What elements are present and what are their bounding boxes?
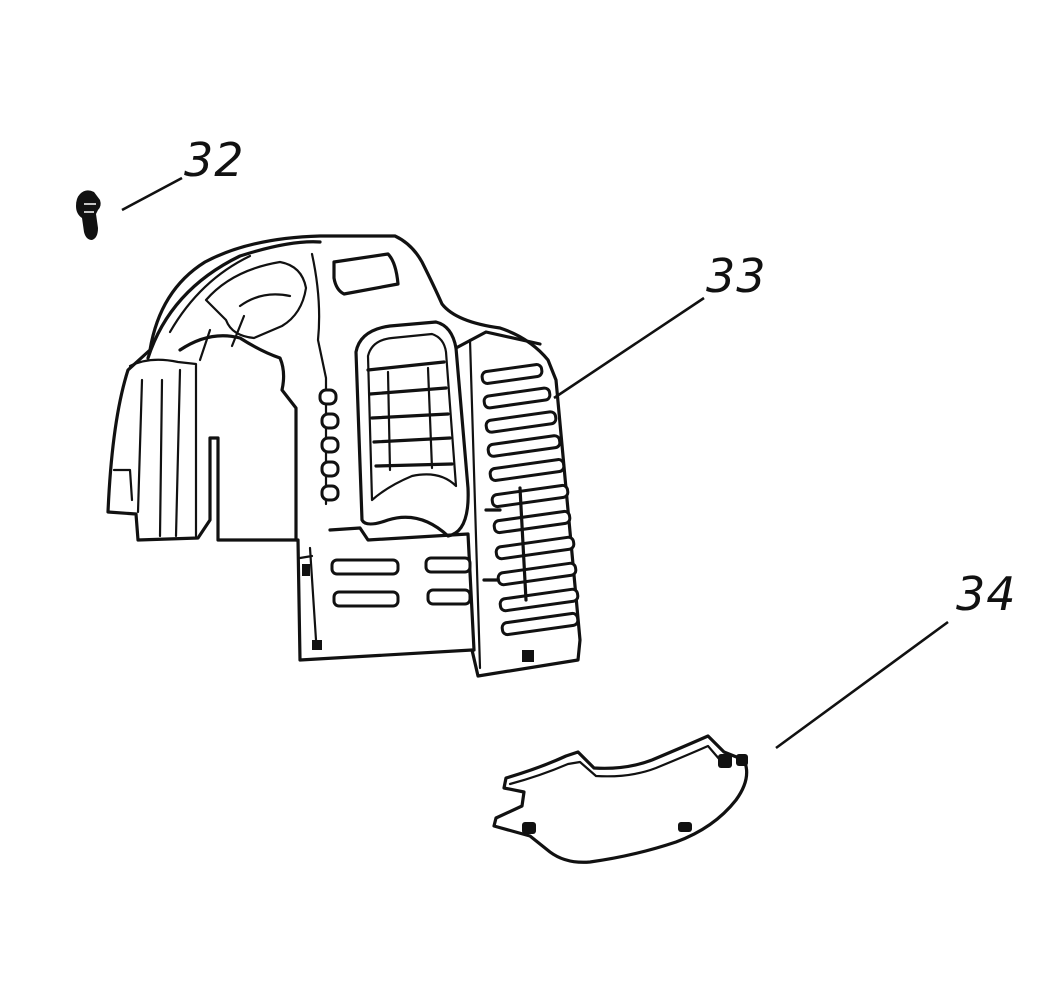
callout-label-34: 34 [956,567,1017,621]
leader-line-34 [775,620,949,750]
part-33-engine-cover [106,234,582,678]
part-34-cover-plate [492,734,749,864]
callout-label-33: 33 [706,249,767,303]
part-32-screw [76,190,101,240]
leader-line-32 [121,176,183,212]
callout-label-32: 32 [184,133,245,187]
leader-line-33 [553,296,705,400]
